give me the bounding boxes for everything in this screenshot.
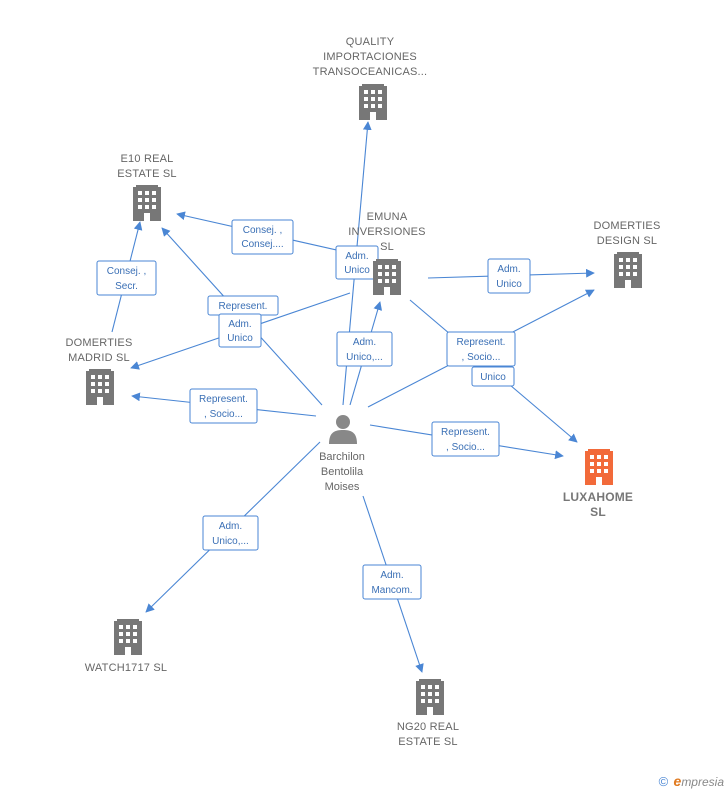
- edge-label-box: [189, 388, 258, 424]
- edge-label-box: [202, 515, 259, 551]
- company-label-line: QUALITY: [346, 36, 395, 48]
- edge-label-admunico-left[interactable]: Adm. Unico: [218, 313, 262, 348]
- company-node-domdesign[interactable]: DOMERTIES DESIGN SL: [594, 220, 661, 288]
- company-node-ng20[interactable]: NG20 REAL ESTATE SL: [397, 679, 459, 748]
- brand-logo-initial: e: [673, 773, 682, 789]
- company-node-luxahome[interactable]: LUXAHOME SL: [563, 449, 633, 519]
- company-label-line: WATCH1717 SL: [85, 662, 167, 674]
- edge-label-line: , Socio...: [446, 442, 485, 453]
- company-node-e10[interactable]: E10 REAL ESTATE SL: [117, 153, 177, 221]
- edge-label-box: [487, 258, 531, 294]
- building-icon: [359, 84, 387, 120]
- edge-label-line: Unico: [496, 279, 522, 290]
- company-label-line: DOMERTIES: [66, 337, 133, 349]
- edge-label-box: [362, 564, 422, 600]
- edge-label-line: Adm.: [219, 521, 242, 532]
- person-label-line: Bentolila: [321, 466, 364, 478]
- footer-brand: © empresia: [659, 773, 724, 789]
- edge-label-admmancom[interactable]: Adm. Mancom.: [362, 564, 422, 600]
- person-icon: [329, 415, 357, 444]
- building-icon: [614, 252, 642, 288]
- edge-label-line: , Socio...: [204, 409, 243, 420]
- edge-label-admunico-watch[interactable]: Adm. Unico,...: [202, 515, 259, 551]
- edge-label-line: Adm.: [380, 570, 403, 581]
- company-label-line: INVERSIONES: [348, 226, 425, 238]
- edge-label-line: Adm.: [353, 337, 376, 348]
- edge-label-box: [336, 331, 393, 367]
- copyright-symbol: ©: [658, 774, 669, 789]
- edge-label-box: [96, 260, 157, 296]
- edge-label-box: [231, 219, 294, 255]
- company-label-line: E10 REAL: [121, 153, 174, 165]
- company-label-line: SL: [380, 241, 394, 253]
- edge-label-box: [446, 331, 516, 367]
- brand-logo-text: mpresia: [681, 775, 724, 789]
- edge-label-admunico-emuna[interactable]: Adm. Unico,...: [336, 331, 393, 367]
- building-icon: [86, 369, 114, 405]
- company-label-line: IMPORTACIONES: [323, 51, 417, 63]
- edge-label-line: Unico,...: [346, 352, 383, 363]
- edge-label-line: Unico: [227, 333, 253, 344]
- edge-label-admunico-design[interactable]: Adm. Unico: [487, 258, 531, 294]
- edge-label-line: Unico,...: [212, 536, 249, 547]
- edge-label-represent-socio-right[interactable]: Represent. , Socio...: [446, 331, 516, 367]
- edge-label-consej[interactable]: Consej. , Consej....: [231, 219, 294, 255]
- company-label-line: DOMERTIES: [594, 220, 661, 232]
- edge-label-line: Unico: [480, 372, 506, 383]
- company-label-line: EMUNA: [367, 211, 408, 223]
- company-node-watch[interactable]: WATCH1717 SL: [85, 619, 167, 674]
- edge-label-line: Adm.: [228, 319, 251, 330]
- company-label-line: ESTATE SL: [398, 736, 457, 748]
- edge-label-represent-socio-left[interactable]: Represent. , Socio...: [189, 388, 258, 424]
- company-label-line: DESIGN SL: [597, 235, 658, 247]
- edge-label-admunico-top[interactable]: Adm. Unico: [335, 245, 379, 280]
- edge-label-represent-top[interactable]: Represent.: [207, 295, 279, 316]
- edge-label-line: Adm.: [497, 264, 520, 275]
- edge-label-consej-secr[interactable]: Consej. , Secr.: [96, 260, 157, 296]
- person-label-line: Moises: [325, 481, 360, 493]
- edge-label-box: [471, 366, 515, 387]
- edge-label-line: Consej....: [241, 239, 283, 250]
- edge-label-line: Consej. ,: [243, 225, 282, 236]
- edge-label-box: [431, 421, 500, 457]
- company-label-line: SL: [590, 505, 606, 519]
- edge-label-line: Represent.: [441, 427, 490, 438]
- company-node-emuna[interactable]: EMUNA INVERSIONES SL: [348, 211, 425, 295]
- node-layer: QUALITY IMPORTACIONES TRANSOCEANICAS... …: [66, 36, 661, 748]
- building-icon: [133, 185, 161, 221]
- person-node[interactable]: Barchilon Bentolila Moises: [319, 415, 365, 493]
- edge-label-box: [218, 313, 262, 348]
- company-label-line: LUXAHOME: [563, 490, 633, 504]
- building-icon: [373, 259, 401, 295]
- edge-label-line: Secr.: [115, 281, 138, 292]
- building-icon: [114, 619, 142, 655]
- edge-layer: [111, 121, 595, 673]
- edge-label-line: Represent.: [219, 301, 268, 312]
- edge-label-line: , Socio...: [462, 352, 501, 363]
- person-label-line: Barchilon: [319, 451, 365, 463]
- company-label-line: TRANSOCEANICAS...: [313, 66, 428, 78]
- edge-label-represent-socio-luxa[interactable]: Represent. , Socio...: [431, 421, 500, 457]
- company-node-dommadrid[interactable]: DOMERTIES MADRID SL: [66, 337, 133, 405]
- edge-label-line: Consej. ,: [107, 266, 146, 277]
- edge-label-layer: Consej. , Consej.... Adm. Unico Consej. …: [96, 219, 531, 600]
- edge-label-line: Unico: [344, 265, 370, 276]
- edge-label-line: Mancom.: [371, 585, 412, 596]
- edge-label-unico[interactable]: Unico: [471, 366, 515, 387]
- edge-label-line: Adm.: [345, 251, 368, 262]
- edge-label-line: Represent.: [199, 394, 248, 405]
- edge-label-line: Represent.: [457, 337, 506, 348]
- company-node-quality[interactable]: QUALITY IMPORTACIONES TRANSOCEANICAS...: [313, 36, 428, 120]
- company-label-line: NG20 REAL: [397, 721, 459, 733]
- company-label-line: ESTATE SL: [117, 168, 176, 180]
- company-label-line: MADRID SL: [68, 352, 130, 364]
- building-icon: [585, 449, 613, 485]
- building-icon: [416, 679, 444, 715]
